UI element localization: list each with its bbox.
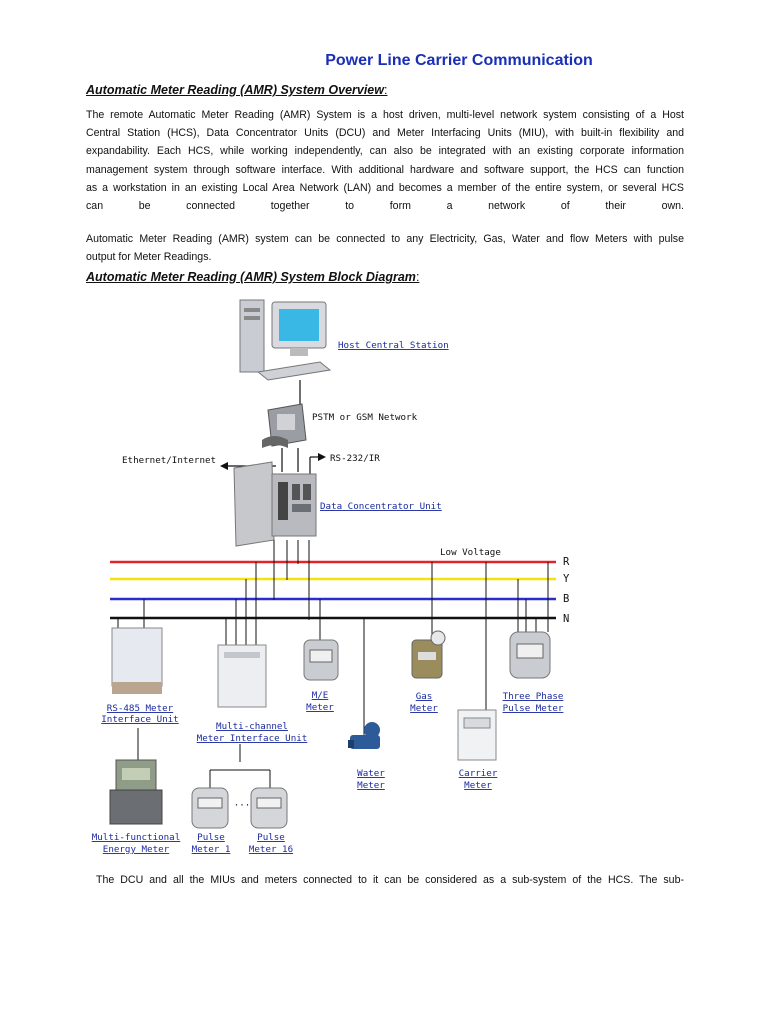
gas-meter-icon [411,630,446,679]
page-title: Power Line Carrier Communication [325,52,593,69]
label-gas-line1: Gas [416,691,433,702]
label-host-central-station: Host Central Station [338,340,449,351]
label-network: PSTM or GSM Network [312,412,418,423]
label-three-phase-line1: Three Phase [503,691,564,702]
data-concentrator-cabinet-icon [233,461,317,547]
energy-meter-icon [109,759,163,825]
subsystem-paragraph: The DCU and all the MIUs and meters conn… [96,874,684,886]
overview-paragraph: The remote Automatic Meter Reading (AMR)… [86,106,684,215]
label-phase-n: N [563,613,569,625]
label-rs232: RS-232/IR [330,453,380,464]
text-line: management system through software inter… [86,163,684,176]
label-carrier-line1: Carrier [459,768,498,779]
label-rs485-line2: Interface Unit [101,714,178,725]
text-line: The remote Automatic Meter Reading (AMR)… [86,109,684,121]
label-energy-line2: Energy Meter [103,844,170,855]
label-me-line2: Meter [306,702,334,713]
water-meter-icon [348,722,380,749]
text-line: Automatic Meter Reading (AMR) system can… [86,233,684,245]
telephone-icon [262,403,307,448]
me-meter-icon [303,639,339,681]
label-energy-line1: Multi-functional [92,832,181,843]
label-ethernet: Ethernet/Internet [122,455,216,466]
pulse-meter-16-icon [250,787,288,829]
label-pulse1-line1: Pulse [197,832,225,843]
text-line: Central Station (HCS), Data Concentrator… [86,127,684,140]
multi-channel-interface-unit-icon [217,644,267,708]
label-carrier-line2: Meter [464,780,492,791]
meters-paragraph: Automatic Meter Reading (AMR) system can… [86,230,684,266]
label-three-phase-line2: Pulse Meter [503,703,564,714]
section-heading-diagram: Automatic Meter Reading (AMR) System Blo… [86,270,420,284]
rs485-interface-unit-icon [111,627,163,694]
label-rs485-line1: RS-485 Meter [107,703,174,714]
carrier-meter-icon [457,709,497,761]
three-phase-pulse-meter-icon [509,631,551,679]
label-phase-r: R [563,556,570,568]
text-line: output for Meter Readings. [86,251,212,264]
label-pulse16-line2: Meter 16 [249,844,293,855]
label-pulse-ellipsis: ··· [234,800,251,811]
label-multi-line2: Meter Interface Unit [197,733,308,744]
text-line: can be connected together to form a netw… [86,200,684,213]
label-multi-line1: Multi-channel [216,721,288,732]
label-low-voltage: Low Voltage [440,547,501,558]
label-pulse1-line2: Meter 1 [192,844,231,855]
pulse-meter-1-icon [191,787,229,829]
label-pulse16-line1: Pulse [257,832,285,843]
label-me-line1: M/E [312,690,329,701]
label-water-line1: Water [357,768,385,779]
label-phase-y: Y [563,573,570,585]
text-line: expandability. Each HCS, while working i… [86,145,684,158]
label-phase-b: B [563,593,569,605]
host-computer-icon [239,299,332,381]
section-heading-overview: Automatic Meter Reading (AMR) System Ove… [86,83,388,97]
label-dcu: Data Concentrator Unit [320,501,442,512]
text-line: as a workstation in an existing Local Ar… [86,181,684,194]
label-water-line2: Meter [357,780,385,791]
label-gas-line2: Meter [410,703,438,714]
